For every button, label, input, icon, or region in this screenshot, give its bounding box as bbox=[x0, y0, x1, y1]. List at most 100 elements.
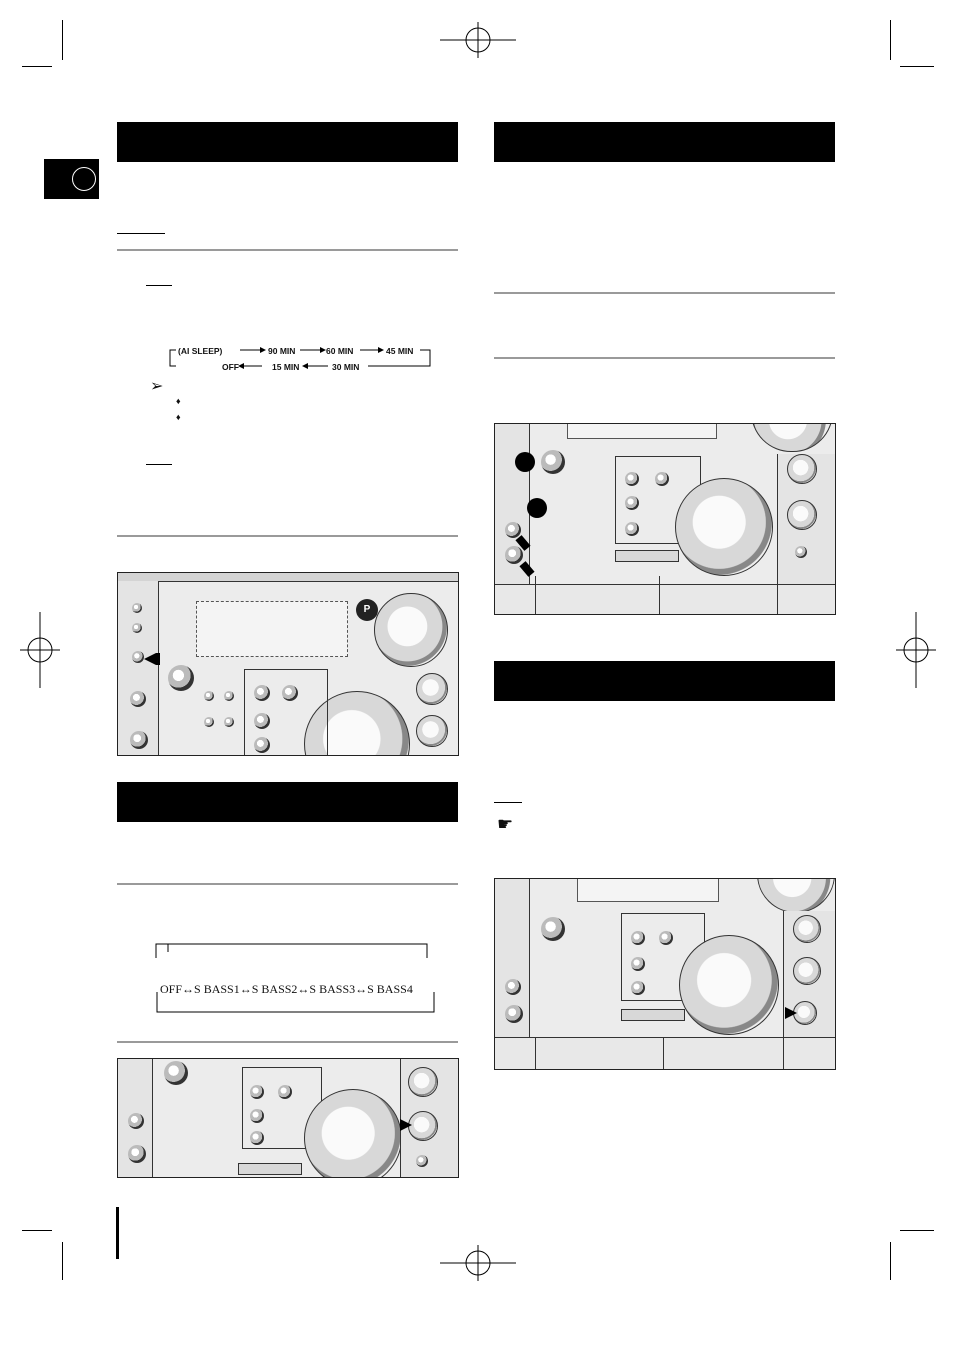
bass-arrow-icon: ↔ bbox=[239, 982, 252, 996]
sleep-button bbox=[132, 651, 144, 663]
tray-divider bbox=[663, 1037, 664, 1069]
small-knob-2 bbox=[793, 957, 821, 985]
step-circle-1 bbox=[515, 452, 535, 472]
bass-step-4: S BASS4 bbox=[367, 982, 413, 996]
small-button-1 bbox=[204, 691, 214, 701]
small-knob-2 bbox=[416, 715, 448, 747]
mic-jack bbox=[505, 979, 521, 995]
cd-button bbox=[254, 713, 270, 729]
registration-mark-right bbox=[896, 612, 936, 688]
crop-mark-br-v bbox=[890, 1242, 891, 1280]
power-button bbox=[168, 665, 194, 691]
underline-step-2 bbox=[146, 464, 172, 465]
aux-button bbox=[655, 472, 669, 486]
bullet-icon-2: ♦ bbox=[176, 412, 181, 422]
mic2-jack bbox=[130, 731, 148, 749]
sleep-sequence-loop bbox=[169, 347, 431, 369]
bass-step-off: OFF bbox=[160, 982, 183, 996]
tape-button bbox=[625, 522, 639, 536]
mic-jack bbox=[505, 522, 521, 538]
display-window-edge bbox=[567, 424, 717, 439]
tray-divider bbox=[659, 576, 660, 614]
tuner-button bbox=[250, 1085, 264, 1099]
bass-arrow-icon: ↔ bbox=[297, 982, 310, 996]
pointer-arrow-stem bbox=[156, 653, 160, 665]
divider-rule-3 bbox=[117, 883, 458, 885]
power-button bbox=[541, 917, 565, 941]
bullet-icon: ♦ bbox=[176, 396, 181, 406]
bass-step-2: S BASS2 bbox=[251, 982, 298, 996]
hand-pointer-icon: ☛ bbox=[497, 814, 514, 834]
bass-sequence-frame-bottom bbox=[156, 992, 435, 1013]
section-header-bass bbox=[117, 782, 458, 822]
side-button-1 bbox=[132, 603, 142, 613]
aux-button bbox=[282, 685, 298, 701]
section-header-mic bbox=[494, 122, 835, 162]
tray-divider-3 bbox=[777, 576, 778, 614]
transport-bar bbox=[238, 1163, 302, 1175]
crop-mark-bl-h bbox=[22, 1230, 52, 1231]
aux-button bbox=[659, 931, 673, 945]
sleep-step-ai-sleep: (AI SLEEP) bbox=[178, 346, 223, 356]
underline-note bbox=[494, 802, 522, 803]
top-strip bbox=[118, 573, 458, 582]
volume-knob bbox=[751, 424, 833, 452]
section-header-sleep bbox=[117, 122, 458, 162]
mic2-jack bbox=[128, 1145, 146, 1163]
registration-mark-left bbox=[20, 612, 60, 688]
display-window bbox=[196, 601, 348, 657]
small-knob-1 bbox=[793, 915, 821, 943]
cd-button bbox=[631, 957, 645, 971]
display-window-edge bbox=[577, 879, 719, 902]
tuner-button bbox=[631, 931, 645, 945]
mic2-jack bbox=[505, 1005, 523, 1023]
divider-rule-4 bbox=[117, 1041, 458, 1043]
crop-mark-bl-v bbox=[62, 1242, 63, 1280]
sleep-step-15: 15 MIN bbox=[272, 362, 300, 372]
crop-mark-tr-v bbox=[890, 20, 891, 60]
transport-bar bbox=[621, 1009, 685, 1021]
divider-rule-5 bbox=[494, 292, 835, 294]
small-button-3 bbox=[204, 717, 214, 727]
note-arrow-icon: ➢ bbox=[150, 378, 164, 395]
small-button-4 bbox=[224, 717, 234, 727]
crop-mark-tr-h bbox=[900, 66, 934, 67]
speaker-grille bbox=[495, 1037, 835, 1069]
speaker-grille-left bbox=[495, 584, 835, 614]
device-illustration-mic bbox=[494, 423, 836, 615]
small-knob-1 bbox=[787, 454, 817, 484]
tape-button bbox=[254, 737, 270, 753]
underline-method bbox=[117, 233, 165, 234]
bass-sequence-frame-top bbox=[155, 943, 428, 958]
sleep-step-45: 45 MIN bbox=[386, 346, 414, 356]
tape-button bbox=[250, 1131, 264, 1145]
section-header-demo bbox=[494, 661, 835, 701]
crop-mark-tl-h bbox=[22, 66, 52, 67]
demo-button bbox=[416, 1155, 428, 1167]
pointer-arrow-icon bbox=[144, 653, 156, 665]
small-knob-1 bbox=[416, 673, 448, 705]
small-button-2 bbox=[224, 691, 234, 701]
volume-knob bbox=[374, 593, 448, 667]
power-button bbox=[541, 450, 565, 474]
crop-mark-tl-v bbox=[62, 20, 63, 60]
function-box bbox=[244, 669, 328, 755]
aux-button bbox=[278, 1085, 292, 1099]
jog-dial bbox=[679, 935, 779, 1035]
demo-button bbox=[795, 546, 807, 558]
power-button bbox=[164, 1061, 188, 1085]
device-illustration-bass bbox=[117, 1058, 459, 1178]
small-knob-1 bbox=[408, 1067, 438, 1097]
bass-step-3: S BASS3 bbox=[309, 982, 356, 996]
registration-mark-bottom bbox=[440, 1245, 516, 1281]
language-tab-circle bbox=[72, 167, 96, 191]
small-knob-2 bbox=[787, 500, 817, 530]
tray-divider-2 bbox=[535, 576, 536, 614]
sleep-step-30: 30 MIN bbox=[332, 362, 360, 372]
divider-rule-6 bbox=[494, 357, 835, 359]
p-logo-badge: P bbox=[356, 599, 378, 621]
pointer-arrow-icon bbox=[785, 1007, 797, 1019]
volume-knob bbox=[757, 879, 835, 913]
cd-button bbox=[625, 496, 639, 510]
sleep-step-90: 90 MIN bbox=[268, 346, 296, 356]
